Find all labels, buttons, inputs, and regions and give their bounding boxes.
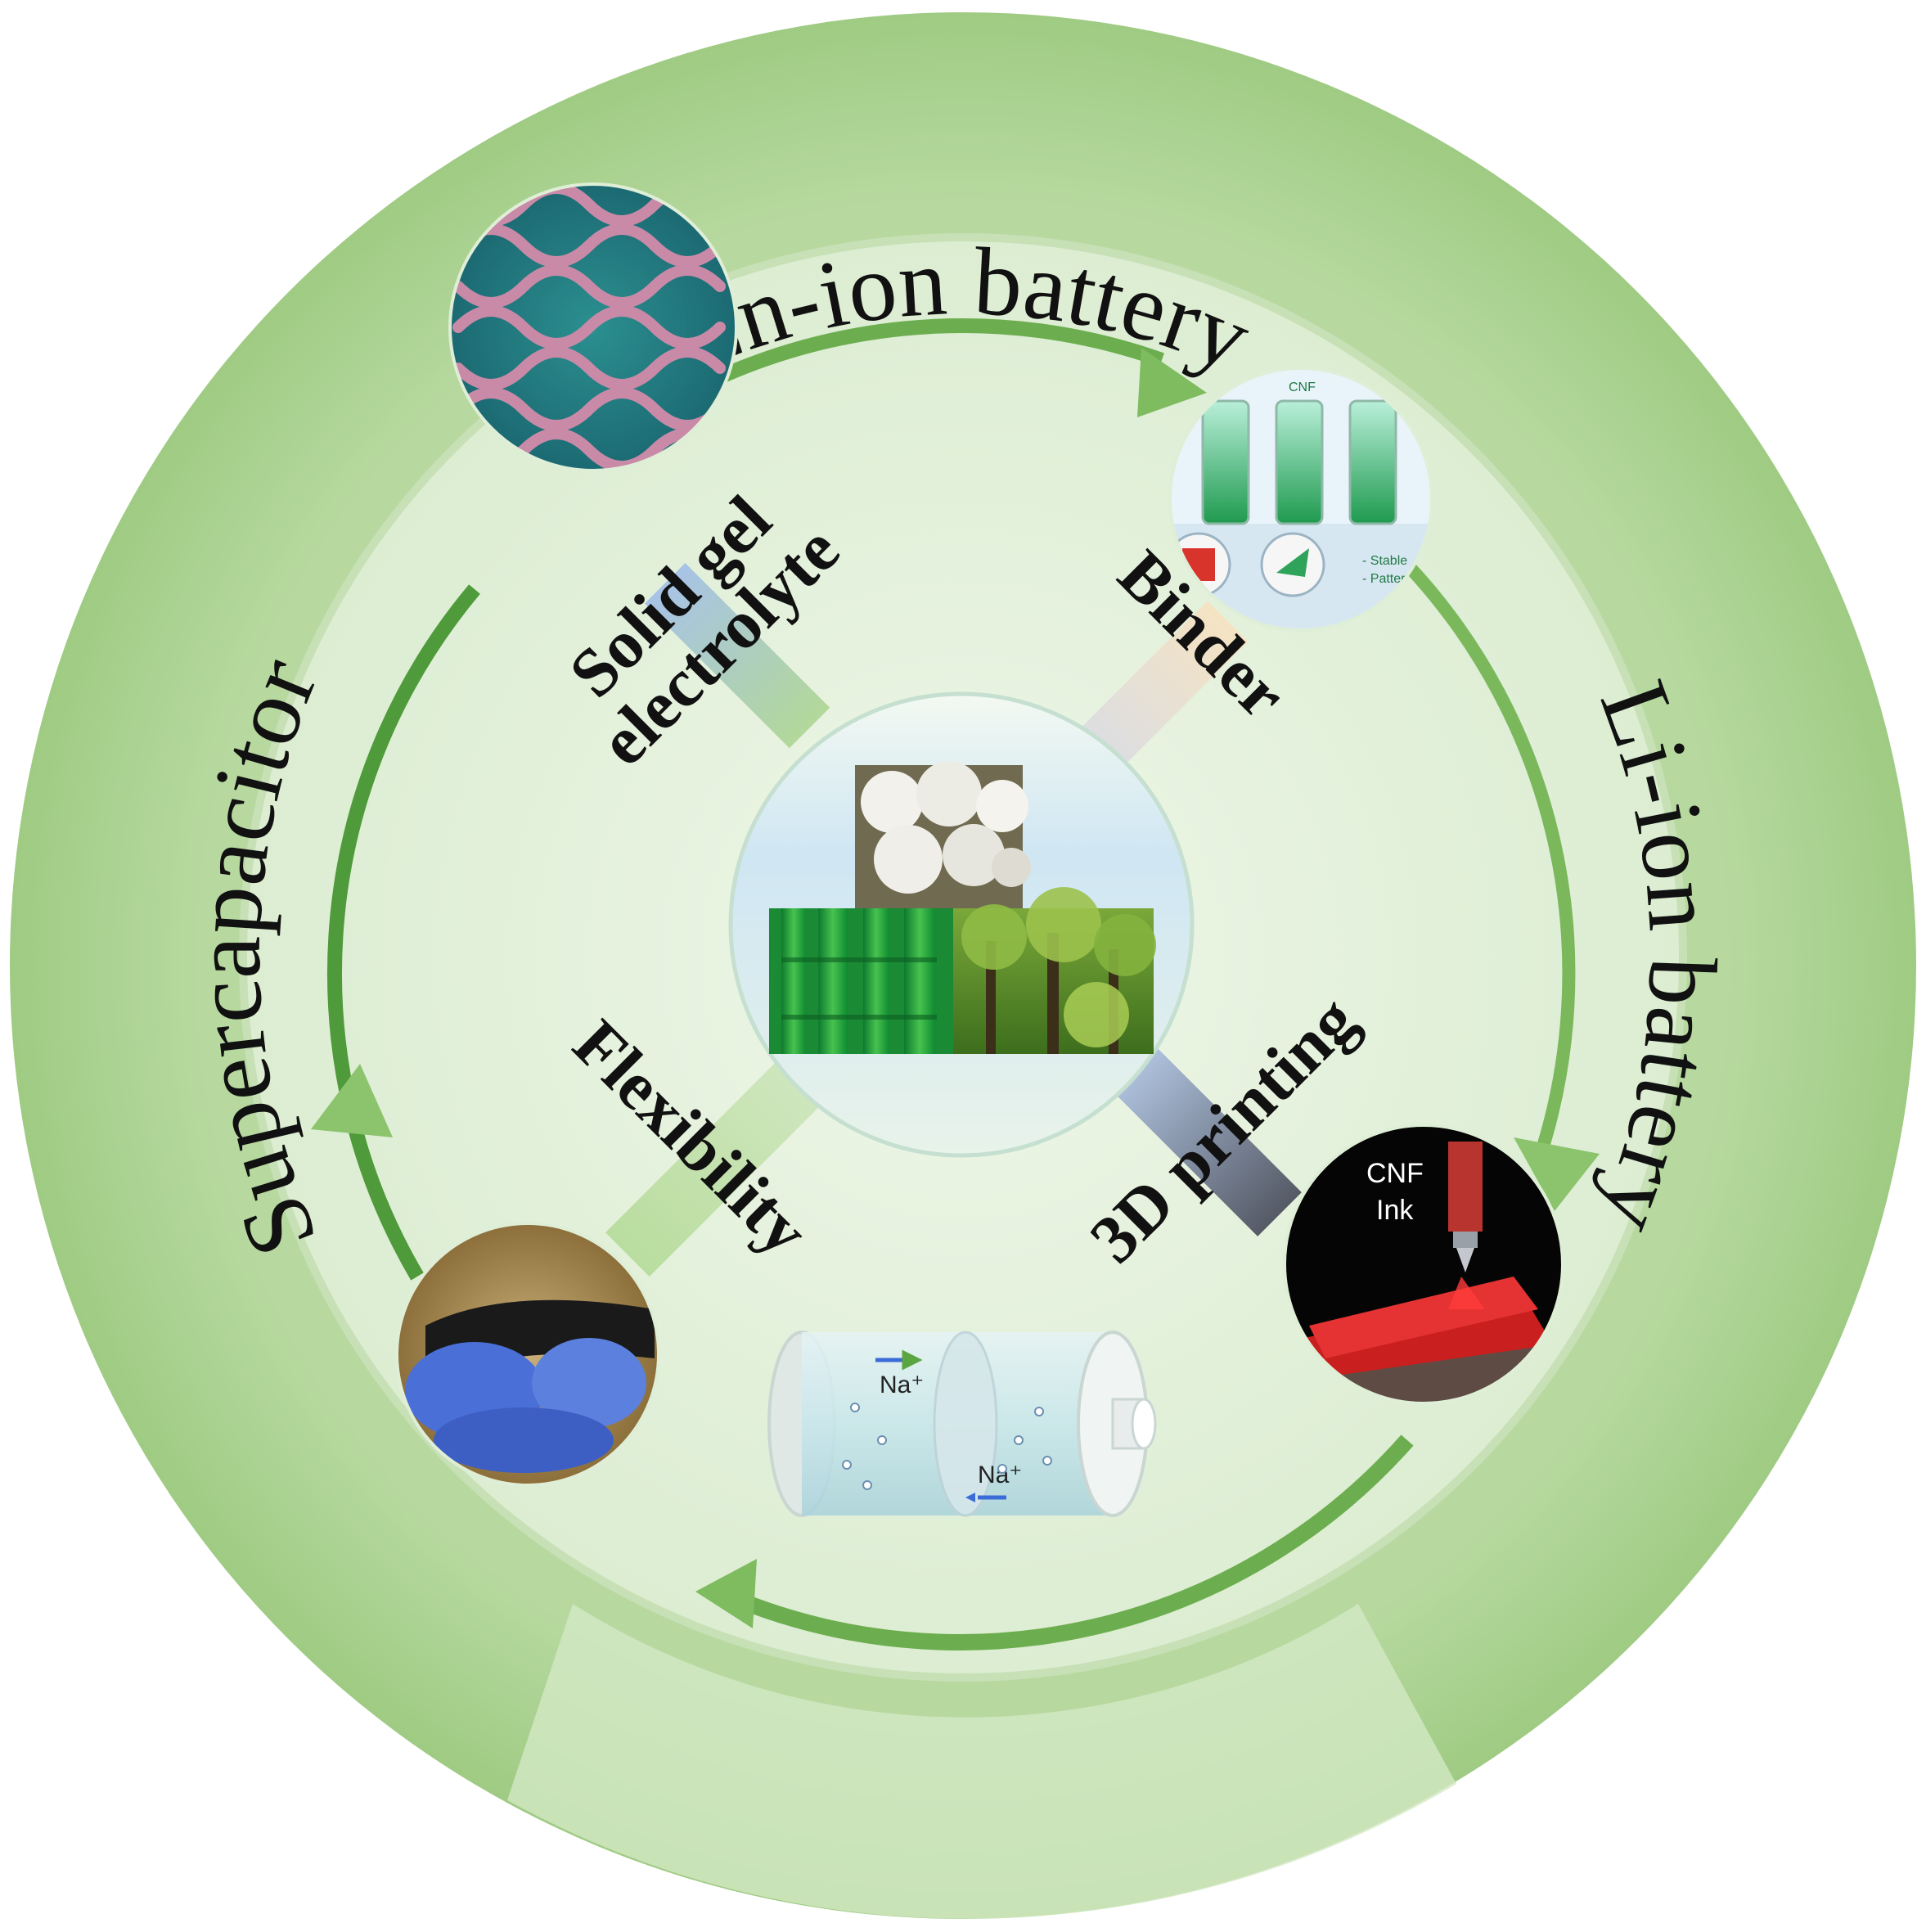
- cycle-arrow-bottom: [725, 1434, 1414, 1651]
- cycle-arrow-top-head: [1137, 348, 1207, 417]
- battery-illustration: Na⁺ Na⁺: [767, 1331, 1157, 1517]
- bamboo-image: [769, 908, 953, 1054]
- spoke-3d-printing: [1096, 1030, 1302, 1236]
- printing-ink-line1: CNF: [1366, 1158, 1424, 1189]
- outer-ring-segment-bottom: [507, 1604, 1456, 1919]
- cycle-arrow-left: [327, 584, 480, 1281]
- spoke-solid-gel: [644, 562, 830, 749]
- spoke-binder: [1063, 601, 1249, 786]
- gel-electrolyte-image-frame: [448, 182, 738, 472]
- printing-ink-line2: Ink: [1376, 1195, 1414, 1226]
- cycle-arrow-top: [700, 318, 1165, 392]
- cycle-arrow-bottom-head: [695, 1559, 757, 1628]
- flexibility-image: [397, 1223, 659, 1485]
- spoke-flexibility: [605, 1059, 823, 1277]
- binder-image-frame: [1168, 367, 1433, 632]
- battery-ion-top: Na⁺: [880, 1371, 924, 1398]
- printing-image-frame: [1283, 1124, 1564, 1405]
- inner-disc-edge: [239, 233, 1687, 1682]
- cycle-arrow-right-head: [1514, 1137, 1600, 1211]
- cycle-arrow-right: [1402, 560, 1576, 1164]
- forest-image: [953, 887, 1156, 1054]
- flexibility-image-frame: [395, 1222, 660, 1487]
- binder-list-item-stable: - Stable: [1362, 554, 1407, 568]
- cotton-image: [855, 761, 1031, 908]
- gel-electrolyte-image: [450, 184, 736, 471]
- cycle-arrow-left-head: [311, 1064, 393, 1137]
- binder-tube-label: CNF: [1289, 381, 1316, 394]
